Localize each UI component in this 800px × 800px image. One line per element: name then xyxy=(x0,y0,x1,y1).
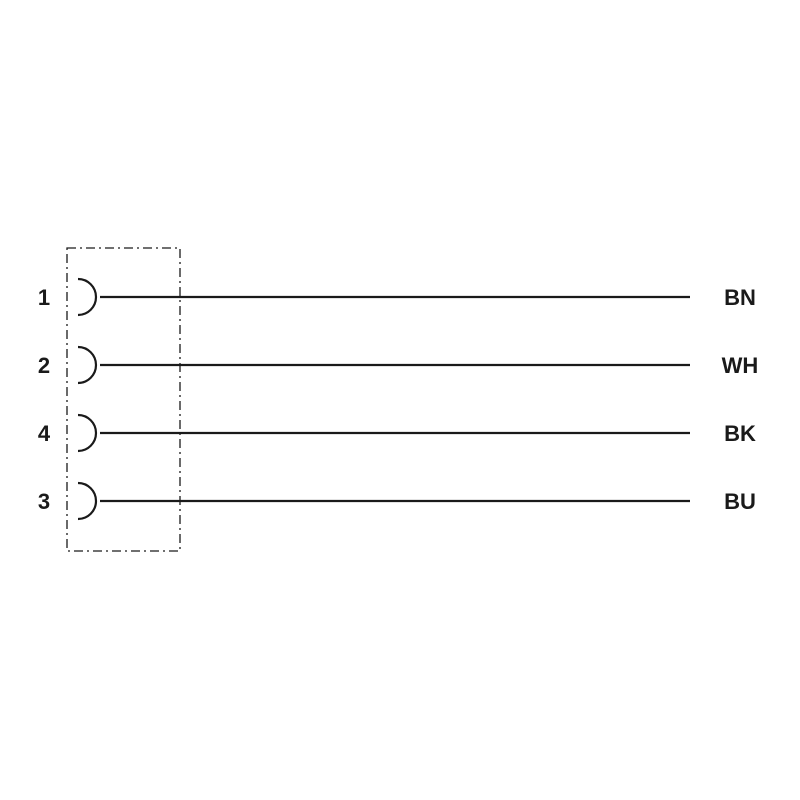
pin-number: 4 xyxy=(38,421,51,446)
socket-contact-icon xyxy=(77,277,98,317)
pin-number: 2 xyxy=(38,353,50,378)
pin-number: 3 xyxy=(38,489,50,514)
wire-row-1: 1 BN xyxy=(38,277,756,317)
connector-housing-outline xyxy=(66,247,181,552)
wire-row-3: 3 BU xyxy=(38,481,756,521)
wire-color-label: WH xyxy=(722,353,759,378)
wire-color-label: BK xyxy=(724,421,756,446)
wire-row-2: 2 WH xyxy=(38,345,759,385)
socket-contact-icon xyxy=(77,345,98,385)
wire-color-label: BN xyxy=(724,285,756,310)
socket-contact-icon xyxy=(77,413,98,453)
wire-color-label: BU xyxy=(724,489,756,514)
pin-number: 1 xyxy=(38,285,50,310)
socket-contact-icon xyxy=(77,481,98,521)
wire-row-4: 4 BK xyxy=(38,413,756,453)
wires-group: 1 BN 2 WH 4 BK 3 BU xyxy=(38,277,759,521)
